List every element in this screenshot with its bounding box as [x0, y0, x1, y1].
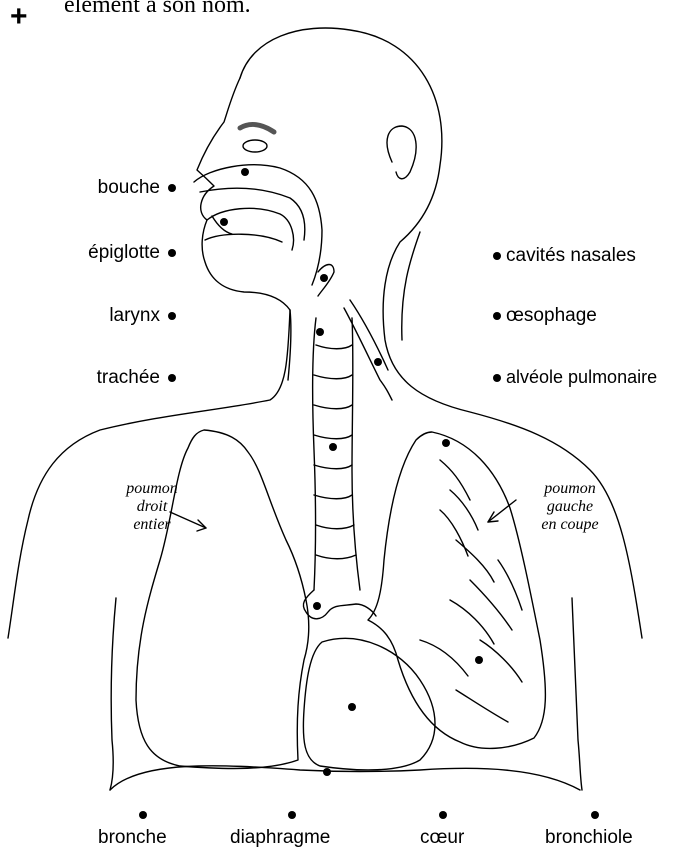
annotation-right-lung: poumon droit entier [112, 480, 192, 534]
left-lung [368, 432, 545, 748]
label-dot-oesophage [493, 312, 501, 320]
label-oesophage: œsophage [506, 306, 597, 325]
label-dot-epiglotte [168, 249, 176, 257]
face-outline [197, 78, 291, 380]
label-dot-trachee [168, 374, 176, 382]
dot-trachea [329, 443, 337, 451]
neck-back [402, 232, 420, 340]
torso-left [110, 598, 116, 790]
nasal-cavity [194, 165, 322, 285]
annotation-left-lung-line-1: poumon [520, 480, 620, 498]
dot-nasal [241, 168, 249, 176]
label-dot-alveole [493, 374, 501, 382]
torso-right [572, 598, 582, 790]
annotation-left-lung-line-2: gauche [520, 498, 620, 516]
label-dot-bouche [168, 184, 176, 192]
dot-bronche [313, 602, 321, 610]
head-outline [240, 28, 642, 638]
dot-coeur [348, 703, 356, 711]
dot-esophagus [374, 358, 382, 366]
dot-alveole [442, 439, 450, 447]
dot-larynx [316, 328, 324, 336]
label-alveole-pulmonaire: alvéole pulmonaire [506, 368, 657, 386]
tongue [207, 208, 294, 250]
dot-mouth [220, 218, 228, 226]
label-bronche: bronche [98, 828, 167, 847]
dot-diaphragme [323, 768, 331, 776]
eye [243, 140, 267, 152]
arrow-left-lung [488, 500, 516, 522]
trachea [313, 318, 360, 590]
label-dot-larynx [168, 312, 176, 320]
label-diaphragme: diaphragme [230, 828, 330, 847]
annotation-left-lung-line-3: en coupe [520, 516, 620, 534]
annotation-right-lung-line-1: poumon [112, 480, 192, 498]
heart [303, 638, 435, 769]
label-cavites-nasales: cavités nasales [506, 246, 636, 265]
label-dot-bronchiole [591, 811, 599, 819]
label-epiglotte: épiglotte [40, 243, 160, 262]
shoulder-right [8, 310, 290, 638]
ear [387, 126, 416, 179]
label-dot-coeur [439, 811, 447, 819]
label-coeur: cœur [420, 828, 464, 847]
dot-bronchiole [475, 656, 483, 664]
annotation-left-lung: poumon gauche en coupe [520, 480, 620, 534]
annotation-right-lung-line-2: droit [112, 498, 192, 516]
label-trachee: trachée [50, 368, 160, 387]
esophagus [344, 308, 392, 400]
eyebrow [240, 125, 274, 132]
annotation-right-lung-line-3: entier [112, 516, 192, 534]
label-dot-diaphragme [288, 811, 296, 819]
label-bouche: bouche [70, 178, 160, 197]
label-bronchiole: bronchiole [545, 828, 633, 847]
dot-epiglottis [320, 274, 328, 282]
label-dot-cavites [493, 252, 501, 260]
label-dot-bronche [139, 811, 147, 819]
label-larynx: larynx [60, 306, 160, 325]
